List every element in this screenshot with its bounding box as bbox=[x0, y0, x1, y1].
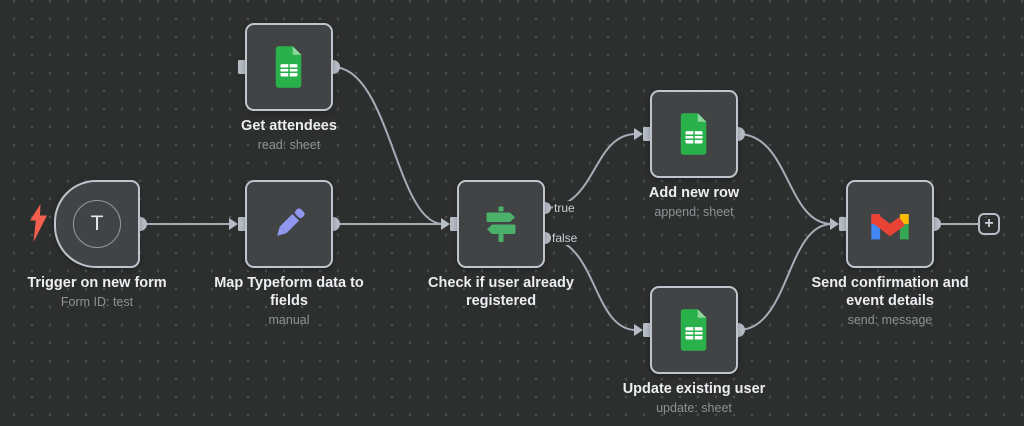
arrowhead-icon bbox=[830, 218, 839, 230]
google-sheets-icon bbox=[272, 45, 306, 89]
pencil-icon bbox=[268, 203, 310, 245]
connection-getattendees-to-check[interactable] bbox=[332, 66, 444, 225]
google-sheets-icon bbox=[677, 308, 711, 352]
input-port-addrow[interactable] bbox=[643, 127, 652, 141]
connection-check-false-to-update[interactable] bbox=[544, 237, 643, 336]
connection-update-to-gmail[interactable] bbox=[737, 223, 833, 331]
plus-icon: + bbox=[984, 215, 994, 232]
trigger-bolt-icon bbox=[30, 204, 47, 242]
input-port-get-attendees[interactable] bbox=[238, 60, 247, 74]
output-label-true: true bbox=[553, 201, 576, 215]
connection-check-true-to-addrow[interactable] bbox=[544, 128, 643, 209]
input-port-update[interactable] bbox=[643, 323, 652, 337]
typeform-letter-icon: T bbox=[73, 200, 121, 248]
arrowhead-icon bbox=[229, 218, 238, 230]
output-label-false: false bbox=[551, 231, 579, 245]
signpost-icon bbox=[481, 204, 521, 244]
node-update-existing-user[interactable] bbox=[650, 286, 738, 374]
connection-addrow-to-gmail[interactable] bbox=[737, 133, 839, 230]
gmail-icon bbox=[868, 206, 912, 242]
add-node-button[interactable]: + bbox=[978, 213, 1000, 235]
input-port-gmail[interactable] bbox=[839, 217, 848, 231]
google-sheets-icon bbox=[677, 112, 711, 156]
connection-map-to-check[interactable] bbox=[333, 218, 450, 230]
node-add-new-row[interactable] bbox=[650, 90, 738, 178]
arrowhead-icon bbox=[634, 128, 643, 140]
node-get-attendees[interactable] bbox=[245, 23, 333, 111]
node-map-typeform-data[interactable] bbox=[245, 180, 333, 268]
arrowhead-icon bbox=[441, 218, 450, 230]
node-trigger-on-new-form[interactable]: T bbox=[54, 180, 140, 268]
node-send-confirmation[interactable] bbox=[846, 180, 934, 268]
input-port-map[interactable] bbox=[238, 217, 247, 231]
node-check-user-registered[interactable] bbox=[457, 180, 545, 268]
connection-trigger-to-map[interactable] bbox=[140, 218, 238, 230]
input-port-check[interactable] bbox=[450, 217, 459, 231]
arrowhead-icon bbox=[634, 324, 643, 336]
